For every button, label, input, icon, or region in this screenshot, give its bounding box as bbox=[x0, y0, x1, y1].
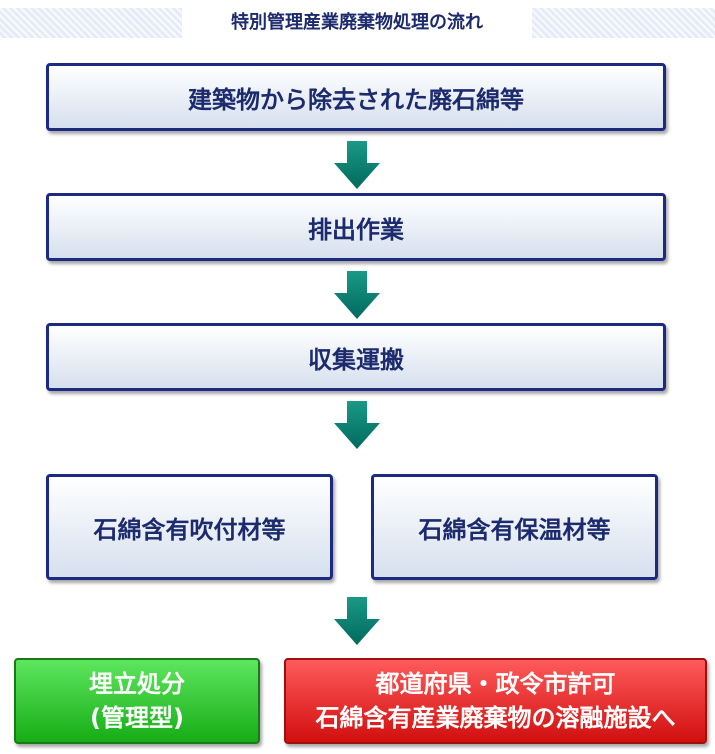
arrow-down-icon bbox=[334, 597, 380, 645]
step-discharge-box: 排出作業 bbox=[46, 193, 666, 261]
melting-facility-label: 石綿含有産業廃棄物の溶融施設へ bbox=[315, 704, 676, 732]
arrow-down-icon bbox=[334, 401, 380, 449]
landfill-type-label: (管理型) bbox=[90, 704, 184, 732]
landfill-label: 埋立処分 bbox=[89, 670, 185, 698]
material-spray-box: 石綿含有吹付材等 bbox=[46, 474, 333, 580]
arrow-down-icon bbox=[334, 271, 380, 319]
landfill-outcome-box: 埋立処分 (管理型) bbox=[14, 658, 260, 744]
material-insulation-box: 石綿含有保温材等 bbox=[371, 474, 658, 580]
permit-label: 都道府県・政令市許可 bbox=[375, 670, 616, 698]
diagram-title: 特別管理産業廃棄物処理の流れ bbox=[182, 8, 532, 38]
melting-facility-outcome-box: 都道府県・政令市許可 石綿含有産業廃棄物の溶融施設へ bbox=[284, 658, 707, 744]
arrow-down-icon bbox=[334, 141, 380, 189]
step-source-box: 建築物から除去された廃石綿等 bbox=[46, 63, 666, 131]
step-collection-box: 収集運搬 bbox=[46, 323, 666, 391]
